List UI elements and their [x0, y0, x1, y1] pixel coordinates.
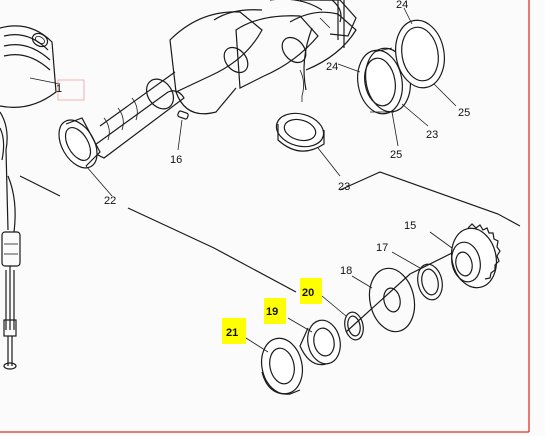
label-part-22: 22	[104, 195, 116, 207]
label-part-24-top: 24	[396, 0, 408, 11]
highlight-21	[222, 318, 246, 344]
part-17-washer	[391, 251, 443, 301]
highlight-19	[264, 298, 286, 324]
label-part-18: 18	[340, 265, 352, 277]
part-22-bearing	[58, 117, 113, 197]
part-15-gear	[429, 223, 501, 289]
label-part-25-right: 25	[458, 107, 470, 119]
highlight-20	[300, 278, 322, 304]
label-part-17: 17	[376, 242, 388, 254]
crankshaft	[86, 0, 357, 159]
piston-assembly	[0, 25, 85, 108]
label-part-20: 20	[302, 287, 314, 299]
part-19-bearing	[287, 317, 341, 366]
label-part-1: 1	[56, 83, 62, 95]
connecting-rod	[0, 111, 21, 370]
part-20-ring	[321, 295, 364, 341]
label-part-16: 16	[170, 154, 182, 166]
label-part-23-right: 23	[426, 129, 438, 141]
label-part-21: 21	[226, 327, 238, 339]
part-23-bearing-mid	[275, 112, 341, 177]
label-part-25-lower: 25	[390, 149, 402, 161]
label-part-24-left: 24	[326, 61, 338, 73]
label-part-23-mid: 23	[338, 181, 350, 193]
label-part-19: 19	[266, 306, 278, 318]
part-21-seal	[245, 337, 304, 395]
part-18-thrust-plate	[351, 267, 416, 333]
label-part-15: 15	[404, 220, 416, 232]
parts-24-25-rings	[303, 7, 457, 147]
part-16-key	[177, 110, 189, 151]
